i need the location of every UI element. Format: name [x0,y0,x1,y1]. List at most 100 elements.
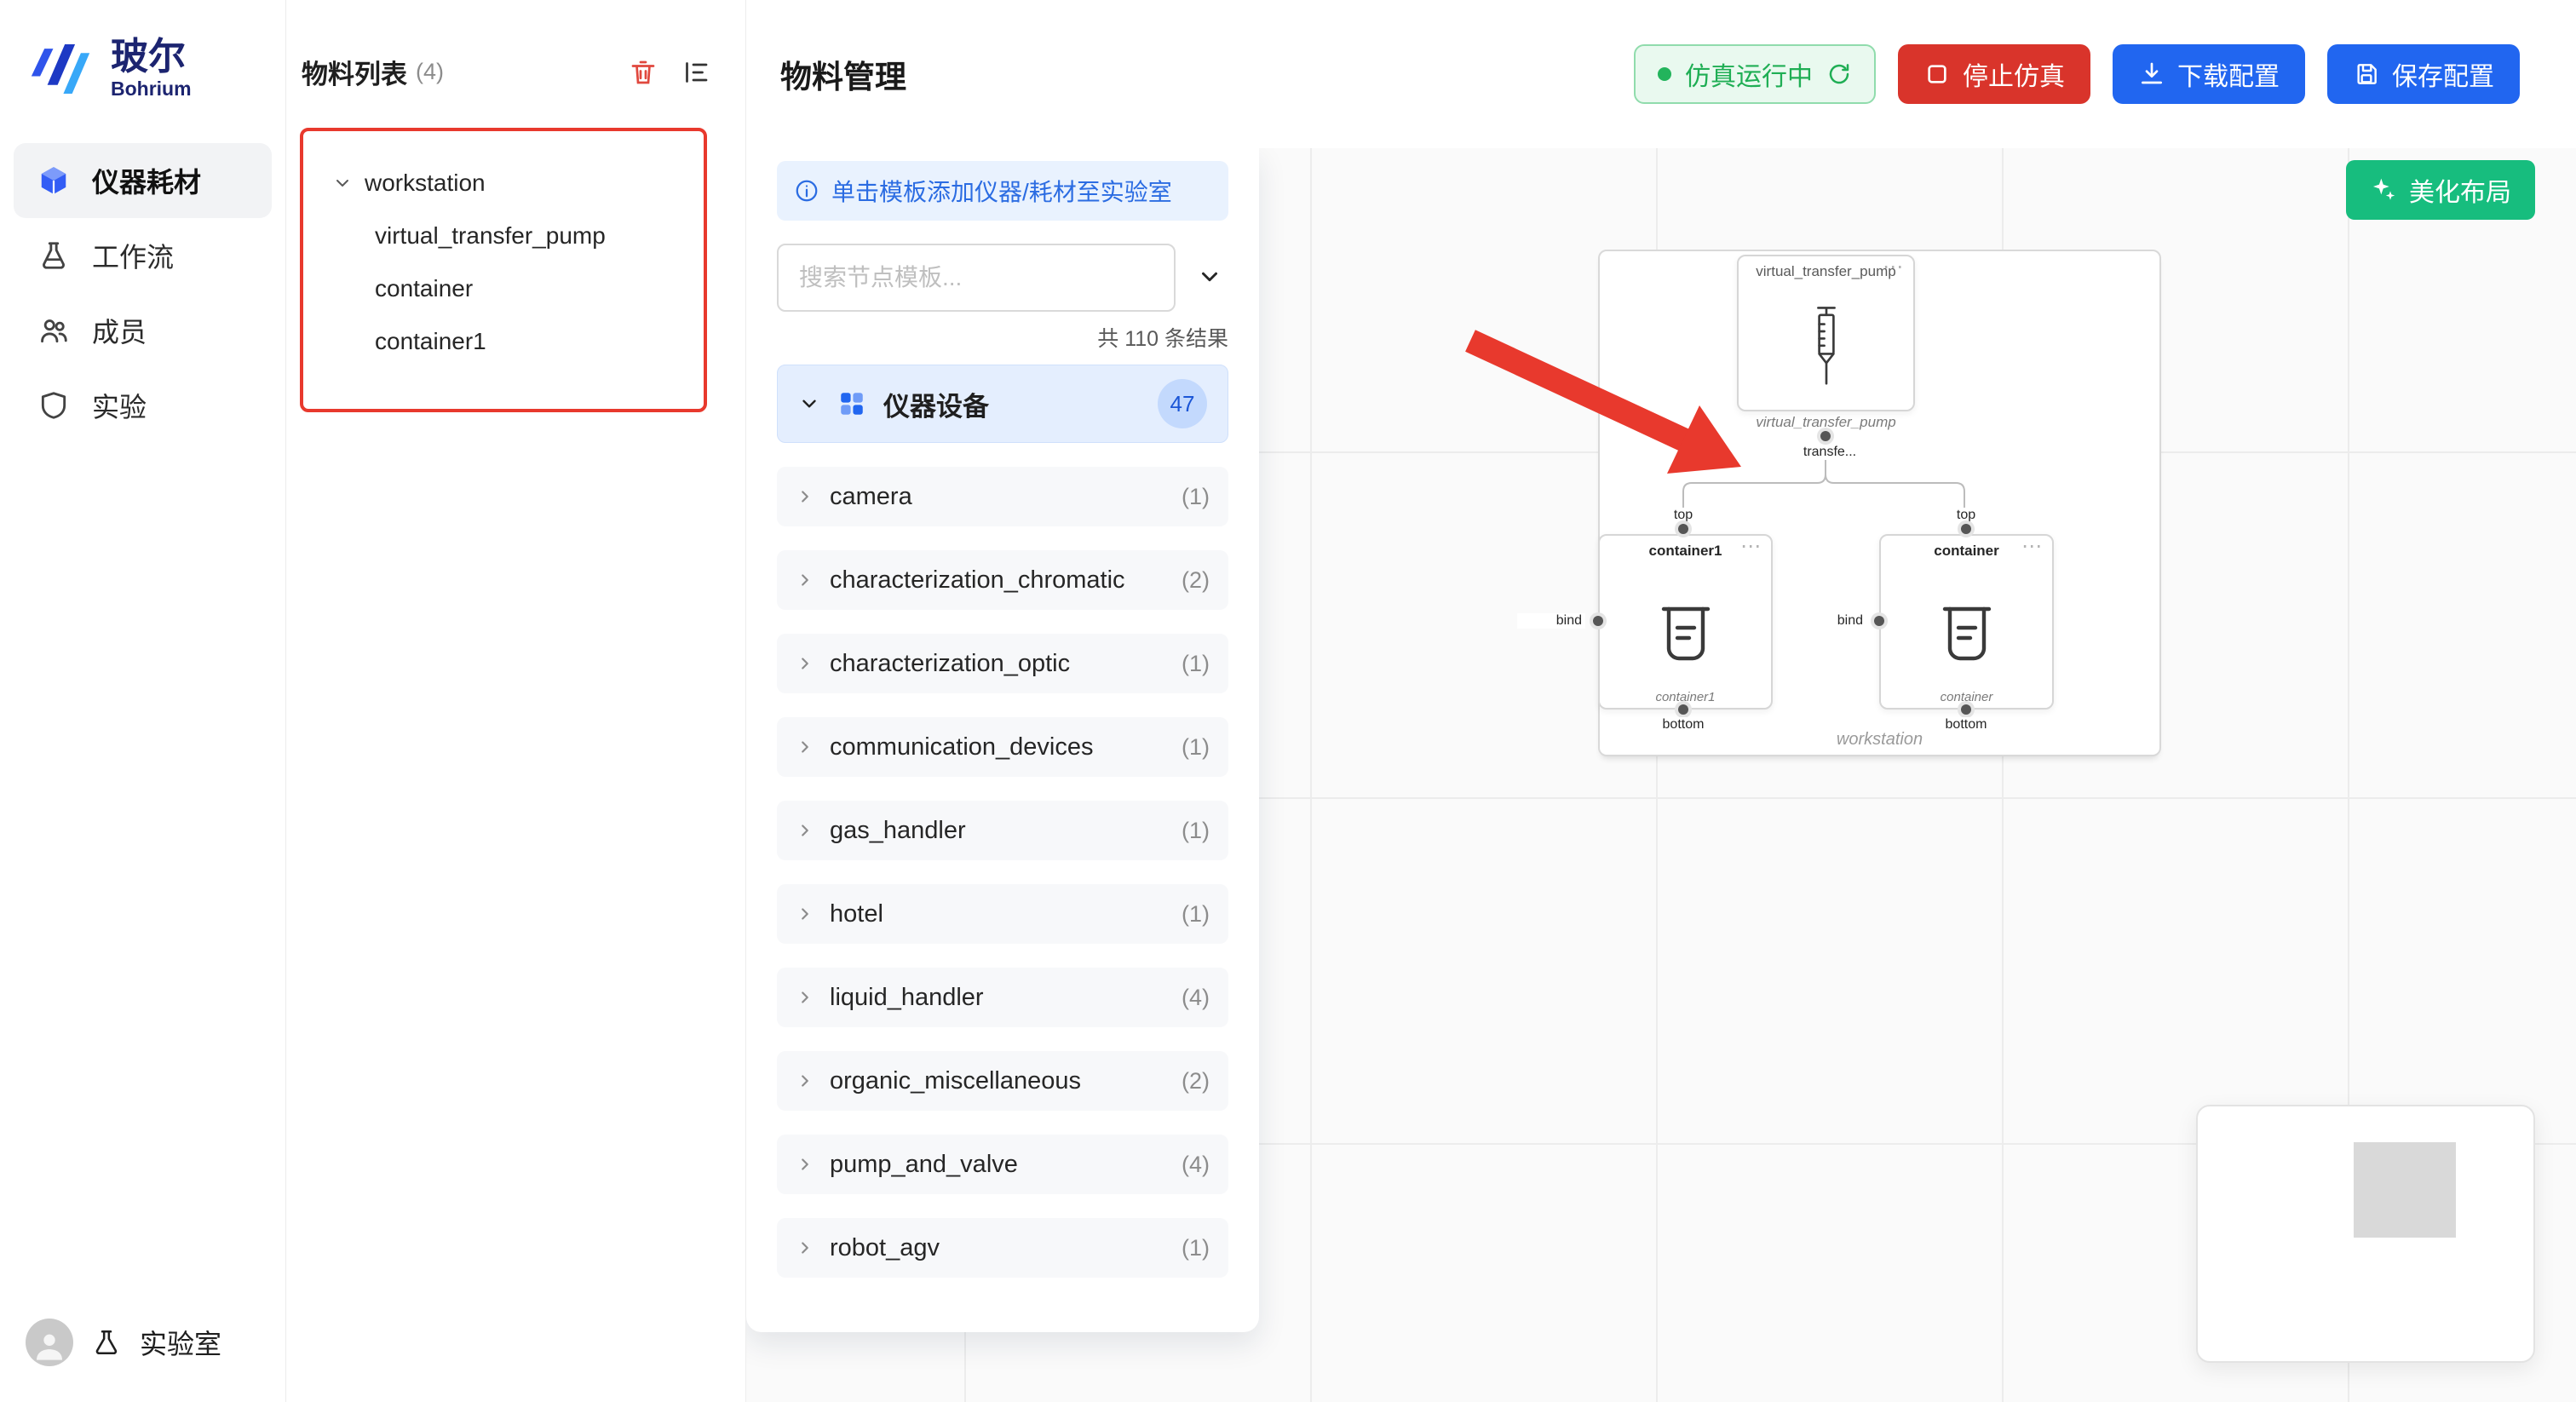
template-item-count: (1) [1182,483,1210,509]
tree-node-container1[interactable]: container1 [303,315,704,368]
template-panel: 单击模板添加仪器/耗材至实验室 共 110 条结果 [746,148,1259,1332]
port-top[interactable] [1678,524,1688,534]
node-title: container [1934,543,1999,559]
chevron-right-icon [802,741,808,753]
node-caption: container1 [1655,690,1716,704]
info-icon [796,180,818,202]
syringe-icon [1816,307,1836,385]
tree-node-label: container1 [375,328,486,354]
template-item-label: communication_devices [830,733,1094,761]
sidebar-footer: 实验室 [26,1319,221,1366]
trash-icon [631,60,655,83]
port-top[interactable] [1961,524,1971,534]
bohrium-logo-icon [31,43,90,95]
user-avatar[interactable] [26,1319,73,1366]
node-caption: container [1940,690,1993,704]
save-config-button[interactable]: 保存配置 [2327,44,2520,104]
port-bottom[interactable] [1961,704,1971,715]
node-title: virtual_transfer_pump [1756,263,1896,279]
port-label-top: top [1649,508,1717,523]
template-item-hotel[interactable]: hotel (1) [777,884,1228,944]
material-list-header: 物料列表 (4) [286,0,745,91]
sidebar-item-workflow[interactable]: 工作流 [14,218,272,293]
template-item-label: pump_and_valve [830,1150,1018,1178]
chevron-down-icon [336,180,348,187]
port-bind[interactable] [1593,616,1603,626]
port-label-bind: bind [1517,613,1585,629]
template-item-count: (1) [1182,817,1210,843]
sidebar-item-instruments[interactable]: 仪器耗材 [14,143,272,218]
node-container[interactable]: container ⋯ container [1879,534,2054,710]
template-search-input[interactable] [777,244,1176,312]
panel-collapse-button[interactable] [1191,259,1228,296]
template-item-organic-miscellaneous[interactable]: organic_miscellaneous (2) [777,1051,1228,1111]
template-item-camera[interactable]: camera (1) [777,467,1228,526]
port-label-bottom: bottom [1923,717,2009,733]
template-item-communication-devices[interactable]: communication_devices (1) [777,717,1228,777]
tree-node-workstation[interactable]: workstation [303,157,704,210]
sidebar-item-label: 工作流 [92,242,175,273]
hint-text: 单击模板添加仪器/耗材至实验室 [831,179,1172,205]
port-bottom[interactable] [1678,704,1688,715]
template-item-pump-and-valve[interactable]: pump_and_valve (4) [777,1135,1228,1194]
sidebar-item-members[interactable]: 成员 [14,293,272,368]
tutorial-highlight-box: workstation virtual_transfer_pump contai… [300,128,707,412]
category-count-badge: 47 [1158,379,1207,428]
template-item-label: hotel [830,899,883,928]
beaker-icon [1942,606,1991,661]
node-container1[interactable]: container1 ⋯ container1 [1598,534,1773,710]
simulation-status-label: 仿真运行中 [1685,63,1813,91]
chevron-right-icon [802,1075,808,1087]
template-item-gas-handler[interactable]: gas_handler (1) [777,801,1228,860]
minimap[interactable] [2196,1105,2535,1363]
template-item-label: organic_miscellaneous [830,1066,1081,1095]
template-item-count: (1) [1182,650,1210,676]
port-transfer[interactable] [1820,431,1831,441]
category-label: 仪器设备 [883,391,989,422]
template-item-label: characterization_chromatic [830,566,1125,594]
download-config-button[interactable]: 下载配置 [2113,44,2305,104]
tree-node-container[interactable]: container [303,262,704,315]
template-item-count: (4) [1182,984,1210,1010]
node-virtual-transfer-pump[interactable]: virtual_transfer_pump ⋯ [1737,255,1915,411]
chevron-right-icon [802,658,808,669]
lab-link[interactable]: 实验室 [140,1329,222,1359]
category-instruments[interactable]: 仪器设备 47 [777,365,1228,443]
delete-materials-button[interactable] [628,57,658,88]
template-item-characterization-optic[interactable]: characterization_optic (1) [777,634,1228,693]
port-bind[interactable] [1874,616,1884,626]
refresh-simulation-button[interactable] [1826,61,1852,87]
results-summary: 共 110 条结果 [1097,327,1228,351]
sidebar-item-experiments[interactable]: 实验 [14,368,272,443]
node-menu-button[interactable]: ⋯ [2021,535,2044,558]
stop-icon [1928,65,1946,83]
workflow-icon [43,242,65,269]
members-icon [41,319,67,343]
beautify-layout-button[interactable]: 美化布局 [2346,160,2535,220]
simulation-status-pill: 仿真运行中 [1634,44,1876,104]
chevron-down-icon [802,399,816,408]
template-item-label: gas_handler [830,816,966,844]
header-actions: 仿真运行中 停止仿真 下载配置 [1634,44,2520,104]
chevron-right-icon [802,991,808,1003]
chevron-right-icon [802,1158,808,1170]
graph-canvas[interactable]: 单击模板添加仪器/耗材至实验室 共 110 条结果 [746,148,2576,1402]
tree-node-label: workstation [365,170,486,196]
beautify-layout-label: 美化布局 [2409,179,2511,207]
tree-node-virtual-transfer-pump[interactable]: virtual_transfer_pump [303,210,704,262]
chevron-down-icon [1202,272,1217,281]
node-menu-button[interactable]: ⋯ [1740,535,1762,558]
template-item-robot-agv[interactable]: robot_agv (1) [777,1218,1228,1278]
tree-view-button[interactable] [681,57,711,88]
template-item-liquid-handler[interactable]: liquid_handler (4) [777,968,1228,1027]
chevron-right-icon [802,1242,808,1254]
minimap-viewport[interactable] [2354,1142,2456,1238]
node-menu-button[interactable]: ⋯ [1883,256,1905,279]
person-icon [37,1334,62,1360]
sidebar-nav: 仪器耗材 工作流 成员 实验 [0,143,285,443]
experiment-shield-icon [41,392,66,419]
template-item-characterization-chromatic[interactable]: characterization_chromatic (2) [777,550,1228,610]
port-label-transfer: transfe... [1791,445,1868,460]
tree-node-label: virtual_transfer_pump [375,222,606,249]
stop-simulation-button[interactable]: 停止仿真 [1898,44,2090,104]
